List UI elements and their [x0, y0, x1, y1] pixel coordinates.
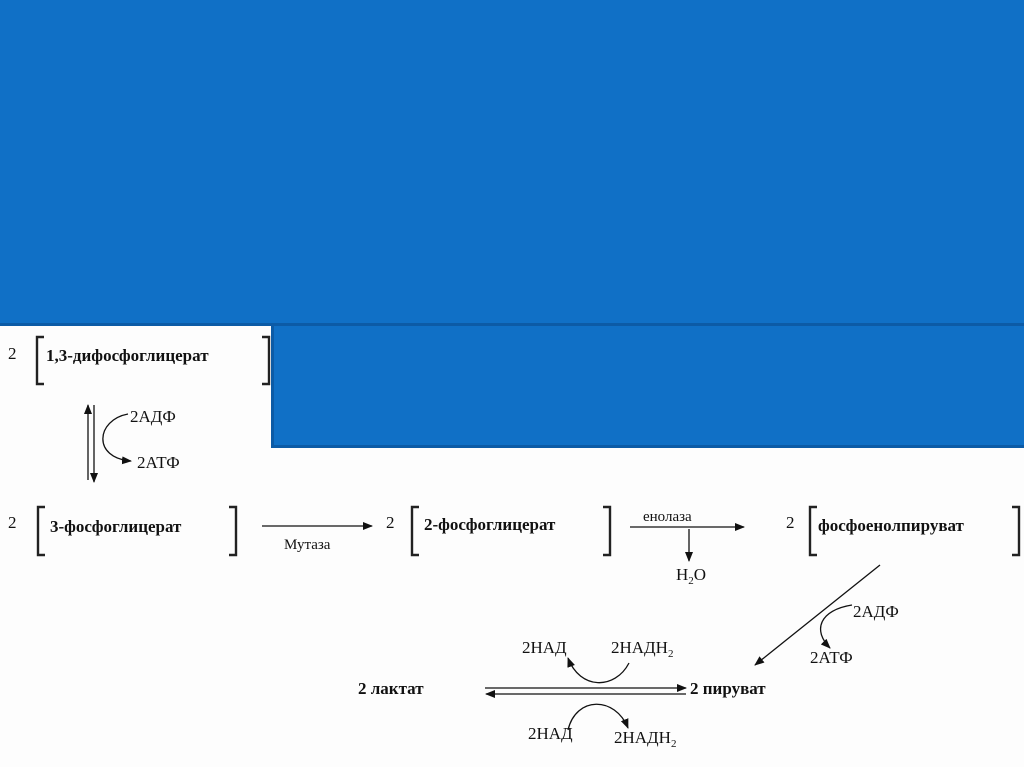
bracket-left-pep — [808, 505, 817, 557]
coefficient-2pg: 2 — [386, 513, 395, 532]
enzyme-enolase: енолаза — [643, 509, 692, 525]
arc-nad-to-nadh2-bottom — [567, 703, 629, 731]
cofactor-2atp-step1: 2АТФ — [137, 453, 180, 472]
coefficient-13-bpg: 2 — [8, 344, 17, 363]
bracket-right-2pg — [603, 505, 612, 557]
bracket-right-13-bpg — [262, 335, 271, 386]
bracket-left-13-bpg — [35, 335, 44, 386]
compound-lactate: 2 лактат — [358, 679, 424, 698]
bracket-right-pep — [1012, 505, 1021, 557]
compound-13-diphosphoglycerate: 1,3-дифосфоглицерат — [46, 346, 209, 365]
cofactor-2adp-step3: 2АДФ — [853, 602, 899, 621]
coefficient-pep: 2 — [786, 513, 795, 532]
bracket-left-3pg — [36, 505, 45, 557]
cofactor-2nadh2-bottom: 2НАДН2 — [614, 728, 676, 750]
product-water: H2O — [676, 565, 706, 587]
arc-nadh2-to-nad-top — [567, 657, 630, 684]
cofactor-2atp-step3: 2АТФ — [810, 648, 853, 667]
arc-adp-to-atp — [102, 413, 132, 465]
arrow-pep-to-pyruvate — [754, 564, 881, 666]
compound-phosphoenolpyruvate: фосфоенолпируват — [818, 516, 965, 535]
compound-pyruvate: 2 пируват — [690, 679, 766, 698]
cofactor-2nad-bottom: 2НАД — [528, 724, 573, 743]
compound-3-phosphoglycerate: 3-фосфоглицерат — [50, 517, 182, 536]
title-band-extension — [271, 326, 1024, 448]
bracket-left-2pg — [410, 505, 419, 557]
cofactor-2nad-top: 2НАД — [522, 638, 567, 657]
cofactor-2adp-step1: 2АДФ — [130, 407, 176, 426]
bracket-right-3pg — [229, 505, 238, 557]
title-band — [0, 0, 1024, 326]
arc-adp-to-atp-step3 — [819, 604, 853, 649]
coefficient-3pg: 2 — [8, 513, 17, 532]
cofactor-2nadh2-top: 2НАДН2 — [611, 638, 673, 660]
compound-2-phosphoglycerate: 2-фосфоглицерат — [424, 515, 556, 534]
enzyme-mutase: Мутаза — [284, 537, 331, 553]
